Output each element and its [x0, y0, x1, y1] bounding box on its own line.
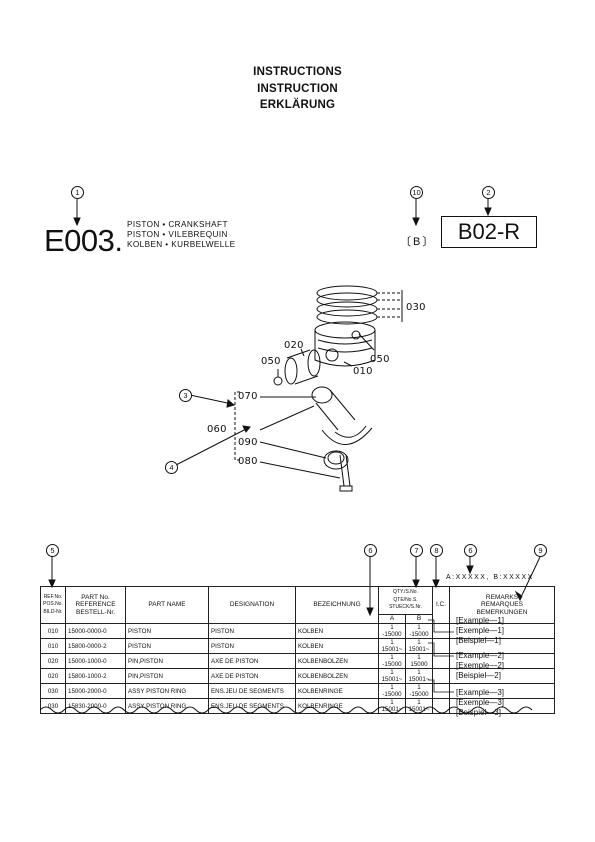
remark-example-1: [Example—1] [456, 616, 505, 625]
table-row: 010 15000-0000-0 PISTON PISTON KOLBEN 1-… [40, 623, 555, 639]
callout-7: 7 [410, 544, 423, 557]
group-code: E003. [44, 223, 123, 258]
remark-exemple-3: [Exemple—3] [456, 698, 505, 707]
callout-9: 9 [534, 544, 547, 557]
group-title-en: PISTON • CRANKSHAFT [127, 220, 228, 229]
callout-6-right: 6 [464, 544, 477, 557]
group-title-fr: PISTON • VILEBREQUIN [127, 230, 228, 239]
table-row: 020 15800-1000-2 PIN,PISTON AXE DE PISTO… [40, 668, 555, 684]
header-instructions-fr: INSTRUCTION [257, 83, 338, 95]
group-titles: PISTON • CRANKSHAFT PISTON • VILEBREQUIN… [127, 220, 236, 250]
remark-beispiel-3: [Beispiel—3] [456, 708, 501, 717]
remark-exemple-1: [Exemple—1] [456, 626, 505, 635]
col-bezeichnung: BEZEICHNUNG [295, 586, 379, 624]
col-ref: REF.No. POS.No. BILD-Nr. [40, 586, 66, 624]
part-label-080: 080 [238, 456, 258, 467]
remark-example-2: [Example—2] [456, 651, 505, 660]
callout-2: 2 [482, 186, 495, 199]
parts-table: REF.No. POS.No. BILD-Nr. PART No. REFERE… [40, 586, 555, 714]
callout-3: 3 [179, 389, 192, 402]
group-title-de: KOLBEN • KURBELWELLE [127, 240, 236, 249]
part-label-030: 030 [406, 302, 426, 313]
callout-10: 10 [410, 186, 423, 199]
remark-beispiel-1: [Beispiel—1] [456, 636, 501, 645]
part-label-070: 070 [238, 391, 258, 402]
serial-note: A:XXXXX, B:XXXXX [446, 574, 534, 581]
remark-beispiel-2: [Beispiel—2] [456, 671, 501, 680]
part-label-060: 060 [207, 424, 227, 435]
part-label-050-right: 050 [370, 354, 390, 365]
header-instructions-en: INSTRUCTIONS [253, 66, 342, 78]
remark-exemple-2: [Exemple—2] [456, 661, 505, 670]
variant-code: 〔B〕 [400, 236, 436, 248]
callout-6-left: 6 [364, 544, 377, 557]
callout-4: 4 [165, 461, 178, 474]
table-row: 030 15000-2000-0 ASSY PISTON RING ENS.JE… [40, 683, 555, 699]
table-break-line [40, 706, 533, 714]
part-label-090: 090 [238, 437, 258, 448]
table-header-row: REF.No. POS.No. BILD-Nr. PART No. REFERE… [40, 586, 555, 624]
callout-5: 5 [46, 544, 59, 557]
callout-8: 8 [430, 544, 443, 557]
header-instructions-de: ERKLÄRUNG [259, 99, 336, 111]
callout-1: 1 [71, 186, 84, 199]
part-label-010: 010 [353, 366, 373, 377]
part-label-020: 020 [284, 340, 304, 351]
part-label-050-left: 050 [261, 356, 281, 367]
remark-example-3: [Example—3] [456, 688, 505, 697]
col-partno: PART No. REFERENCE BESTELL-Nr. [65, 586, 126, 624]
model-code-box: B02-R [441, 216, 537, 248]
